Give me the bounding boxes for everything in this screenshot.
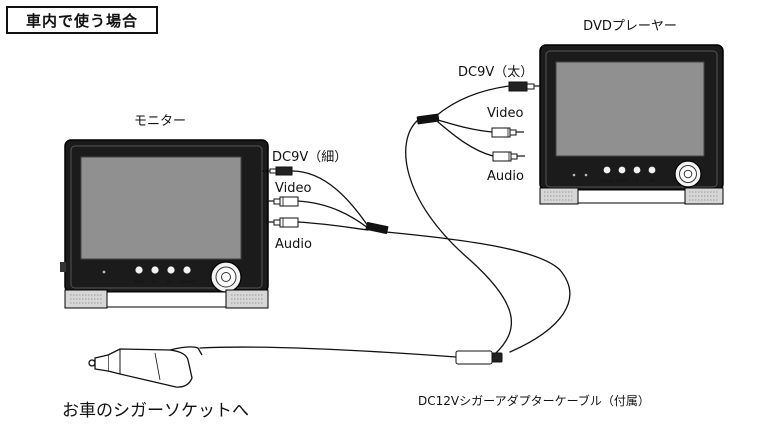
monitor-dc-plug-body [275,166,293,176]
player-plugs [491,81,540,162]
main-cable-to-player [405,119,513,355]
player-dc-plug-body [508,81,528,92]
player-button-label-1: DISPLAY [600,179,615,183]
cable-inline-connector [455,350,503,365]
monitor-mode-button [135,266,143,274]
player-video-wire [437,119,493,133]
monitor-vol-down-button [151,266,159,274]
monitor-device: MODE VOL- VOL+ LCD MODE [60,139,269,309]
monitor-vol-up-button [167,266,175,274]
player-screen [555,61,705,157]
player-label: DVDプレーヤー [583,19,677,34]
player-led-1 [572,173,576,177]
player-pre-button [648,166,656,174]
cable-to-socket-plug [199,346,457,358]
player-video-plug [509,129,517,136]
monitor-button-label-2: VOL- [151,280,160,284]
monitor-side-port [60,262,66,272]
monitor-dpad-center [221,272,231,282]
monitor-audio-label: Audio [275,237,312,252]
player-dc-label: DC9V（太） [458,65,533,80]
player-audio-plug-body [492,151,512,162]
monitor-video-label: Video [275,181,311,196]
monitor-plugs [262,166,299,228]
player-audio-label: Audio [487,169,524,184]
player-audio-wire [437,121,494,157]
player-cable-clip [416,113,440,125]
monitor-power-led [102,270,106,274]
monitor-bezel-inner [70,145,263,289]
monitor-button-label-3: VOL+ [166,280,176,284]
player-grille-pattern [544,191,719,201]
player-dc-wire [435,85,510,117]
title-box: 車内で使う場合 [6,6,158,34]
player-dpad-center [683,169,693,179]
main-cable-to-monitor [385,231,571,353]
player-video-label: Video [487,106,523,121]
monitor-video-wire [297,200,369,229]
diagram-title: 車内で使う場合 [25,11,138,30]
monitor-dc-wire [291,170,369,227]
socket-label: お車のシガーソケットへ [62,401,249,421]
monitor-label: モニター [134,114,186,129]
monitor-cable-clip [365,221,389,235]
player-led-2 [584,173,588,177]
player-button-label-2: SETUP [617,179,628,183]
player-button-label-4: PRE [649,179,656,183]
monitor-audio-plug [273,219,281,226]
monitor-button-label-4: LCD MODE [178,280,196,284]
player-bezel-inner [545,50,718,188]
player-display-button [603,166,611,174]
cigarette-plug [88,346,203,388]
player-pause-button [633,166,641,174]
monitor-video-plug [273,198,281,205]
adapter-cable-label: DC12Vシガーアダプターケーブル（付属） [418,393,650,408]
player-video-plug-body [491,127,511,138]
player-setup-button [618,166,626,174]
player-button-label-3: II [636,179,638,183]
monitor-stand-base [106,291,227,308]
monitor-audio-wire [297,221,369,231]
cables [199,85,571,358]
monitor-screen [80,156,242,260]
player-stand-base [577,189,686,204]
monitor-dc-plug [269,168,277,174]
monitor-lcd-mode-button [183,266,191,274]
dvd-player-device: DISPLAY SETUP II PRE [539,44,724,205]
monitor-dc-label: DC9V（細） [272,150,347,165]
monitor-grille-pattern [70,294,263,304]
player-dc-plug [526,83,535,90]
monitor-button-label-1: MODE [134,280,144,284]
player-audio-plug [510,153,518,160]
